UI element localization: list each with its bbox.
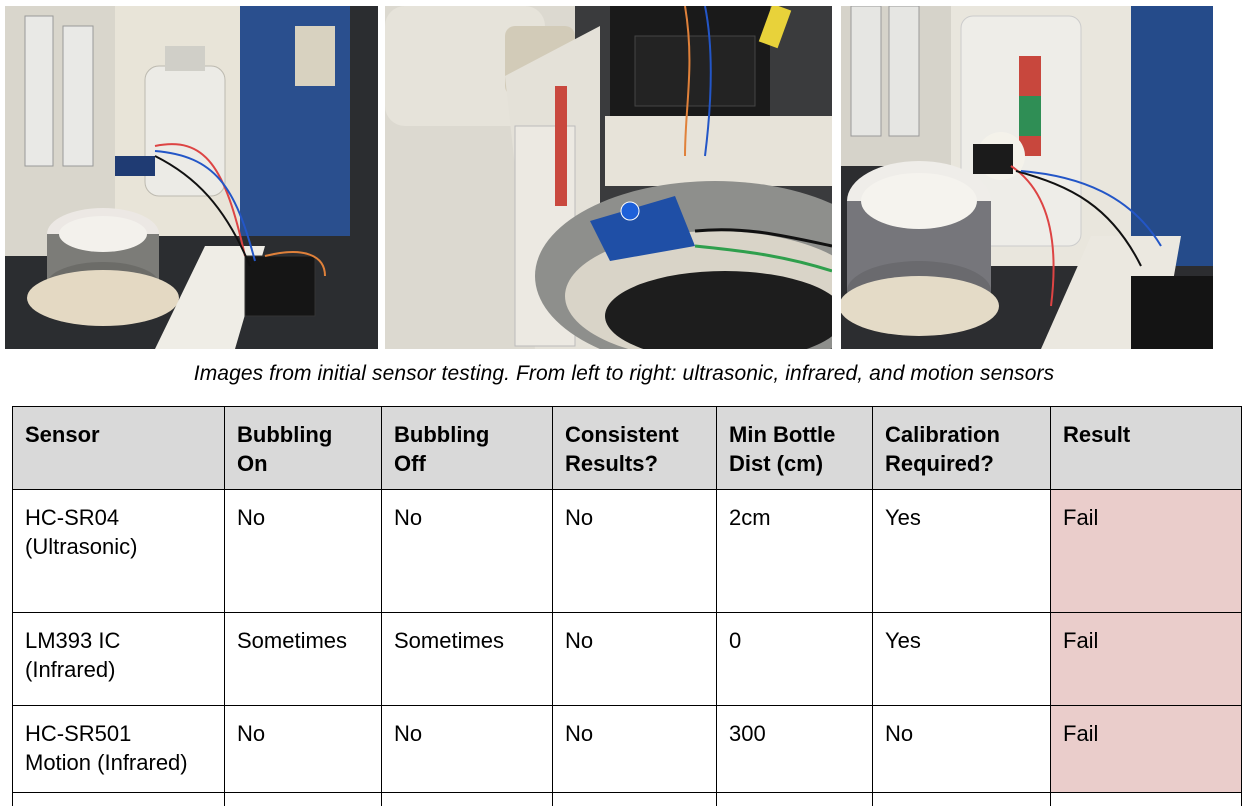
cell-sensor: HC-SR04 (Ultrasonic) xyxy=(12,489,225,613)
figure-caption: Images from initial sensor testing. From… xyxy=(193,362,1055,385)
cell-consistent-results: No xyxy=(552,705,717,793)
header-bubbling-on: Bubbling On xyxy=(224,406,382,490)
header-bubbling-off: Bubbling Off xyxy=(381,406,553,490)
cell-calibration-required: Yes xyxy=(872,489,1051,613)
cell-sensor: HC-SR501 Motion (Infrared) xyxy=(12,705,225,793)
cell-bubbling-on: No xyxy=(224,705,382,793)
cell-bubbling-off: No xyxy=(381,705,553,793)
cell-calibration-required: Yes xyxy=(872,612,1051,706)
table-row-partial xyxy=(12,792,1242,806)
cell-min-bottle-dist: 0 xyxy=(716,612,873,706)
header-min-bottle-dist: Min Bottle Dist (cm) xyxy=(716,406,873,490)
table-header-row: Sensor Bubbling On Bubbling Off Consiste… xyxy=(12,406,1242,490)
motion-sensor-photo xyxy=(841,6,1213,349)
sensor-results-table: Sensor Bubbling On Bubbling Off Consiste… xyxy=(12,406,1242,806)
cell-bubbling-on: Sometimes xyxy=(224,612,382,706)
cell-min-bottle-dist: 2cm xyxy=(716,489,873,613)
table-row: HC-SR04 (Ultrasonic) No No No 2cm Yes Fa… xyxy=(12,489,1242,613)
cell-result: Fail xyxy=(1050,612,1242,706)
ultrasonic-sensor-photo xyxy=(5,6,378,349)
infrared-sensor-photo xyxy=(385,6,832,349)
table-row: HC-SR501 Motion (Infrared) No No No 300 … xyxy=(12,705,1242,793)
cell-bubbling-off: Sometimes xyxy=(381,612,553,706)
cell-calibration-required: No xyxy=(872,705,1051,793)
cell-consistent-results: No xyxy=(552,612,717,706)
cell-min-bottle-dist: 300 xyxy=(716,705,873,793)
header-sensor: Sensor xyxy=(12,406,225,490)
cell-bubbling-off: No xyxy=(381,489,553,613)
cell-result: Fail xyxy=(1050,489,1242,613)
cell-consistent-results: No xyxy=(552,489,717,613)
header-consistent-results: Consistent Results? xyxy=(552,406,717,490)
cell-sensor: LM393 IC (Infrared) xyxy=(12,612,225,706)
cell-result: Fail xyxy=(1050,705,1242,793)
table-row: LM393 IC (Infrared) Sometimes Sometimes … xyxy=(12,612,1242,706)
cell-bubbling-on: No xyxy=(224,489,382,613)
header-calibration-required: Calibration Required? xyxy=(872,406,1051,490)
header-result: Result xyxy=(1050,406,1242,490)
